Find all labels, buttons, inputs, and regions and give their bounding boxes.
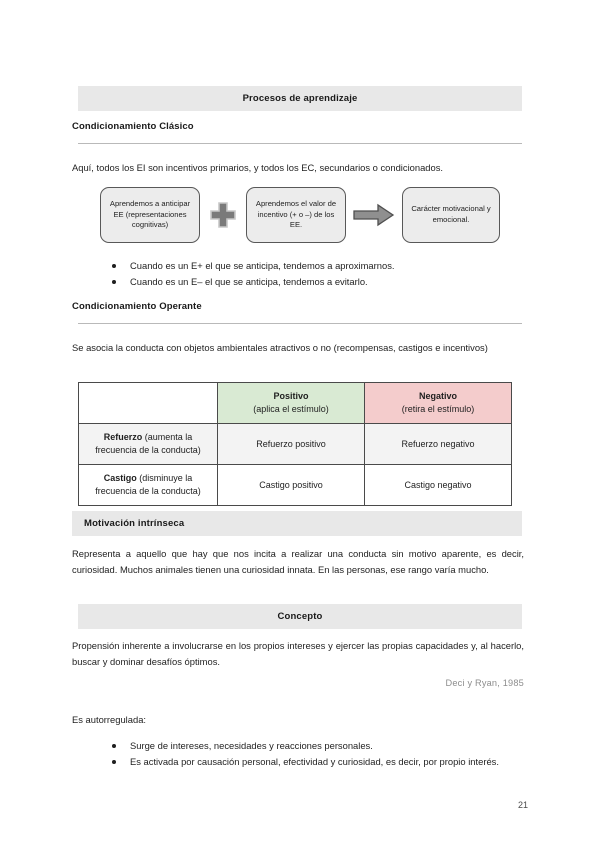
table-header-row: Positivo (aplica el estímulo) Negativo (… [78, 381, 512, 425]
section-rule-operante [78, 323, 522, 324]
arrow-right-icon [346, 203, 402, 227]
table-cell-refuerzo-negativo: Refuerzo negativo [364, 423, 512, 466]
list-item: Cuando es un E– el que se anticipa, tend… [110, 274, 528, 290]
table-header-positivo-subtitle: (aplica el estímulo) [253, 404, 329, 415]
diagram-box-anticipacion: Aprendemos a anticipar EE (representacio… [100, 187, 200, 243]
table-cell-castigo-positivo: Castigo positivo [217, 464, 365, 507]
reinforcement-matrix-table: Positivo (aplica el estímulo) Negativo (… [78, 381, 512, 507]
page-number: 21 [517, 800, 528, 810]
section-rule-clasico [78, 143, 522, 144]
diagram-box-valor-incentivo: Aprendemos el valor de incentivo (+ o –)… [246, 187, 346, 243]
banner-motivacion-intrinseca: Motivación intrínseca [72, 511, 522, 536]
paragraph-operante-intro: Se asocia la conducta con objetos ambien… [72, 342, 488, 353]
list-item: Es activada por causación personal, efec… [110, 754, 524, 770]
table-rowhead-castigo-rest: (disminuye la frecuencia de la conducta) [95, 473, 201, 497]
diagram-box-caracter-motivacional: Carácter motivacional y emocional. [402, 187, 500, 243]
paragraph-clasico-intro: Aquí, todos los EI son incentivos primar… [72, 162, 444, 173]
bullet-list-autorregulada: Surge de intereses, necesidades y reacci… [72, 738, 524, 770]
citation-deci-ryan: Deci y Ryan, 1985 [445, 678, 524, 688]
section-heading-operante: Condicionamiento Operante [72, 301, 202, 312]
bullet-list-clasico: Cuando es un E+ el que se anticipa, tend… [72, 258, 528, 290]
table-row: Refuerzo (aumenta la frecuencia de la co… [78, 423, 512, 466]
table-row: Castigo (disminuye la frecuencia de la c… [78, 464, 512, 507]
list-item: Cuando es un E+ el que se anticipa, tend… [110, 258, 528, 274]
table-rowhead-refuerzo: Refuerzo (aumenta la frecuencia de la co… [78, 423, 218, 466]
paragraph-autorregulada-lead: Es autorregulada: [72, 714, 147, 725]
table-rowhead-refuerzo-strong: Refuerzo [103, 432, 143, 443]
table-header-negativo: Negativo (retira el estímulo) [364, 381, 512, 425]
table-header-negativo-title: Negativo [418, 391, 457, 401]
table-rowhead-refuerzo-rest: (aumenta la frecuencia de la conducta) [95, 432, 201, 456]
table-header-positivo-title: Positivo [273, 391, 309, 401]
table-cell-castigo-negativo: Castigo negativo [364, 464, 512, 507]
table-header-negativo-subtitle: (retira el estímulo) [401, 404, 475, 415]
table-rowhead-castigo: Castigo (disminuye la frecuencia de la c… [78, 464, 218, 507]
table-rowhead-castigo-strong: Castigo [103, 473, 137, 484]
plus-icon [200, 200, 246, 230]
diagram-clasico: Aprendemos a anticipar EE (representacio… [100, 187, 520, 243]
banner-concepto: Concepto [78, 604, 522, 629]
table-corner-cell [78, 381, 218, 425]
list-item: Surge de intereses, necesidades y reacci… [110, 738, 524, 754]
paragraph-motivacion: Representa a aquello que hay que nos inc… [72, 548, 524, 576]
paragraph-concepto: Propensión inherente a involucrarse en l… [72, 640, 524, 668]
section-heading-clasico: Condicionamiento Clásico [72, 121, 194, 132]
table-header-positivo: Positivo (aplica el estímulo) [217, 381, 365, 425]
document-title-banner: Procesos de aprendizaje [78, 86, 522, 111]
table-cell-refuerzo-positivo: Refuerzo positivo [217, 423, 365, 466]
